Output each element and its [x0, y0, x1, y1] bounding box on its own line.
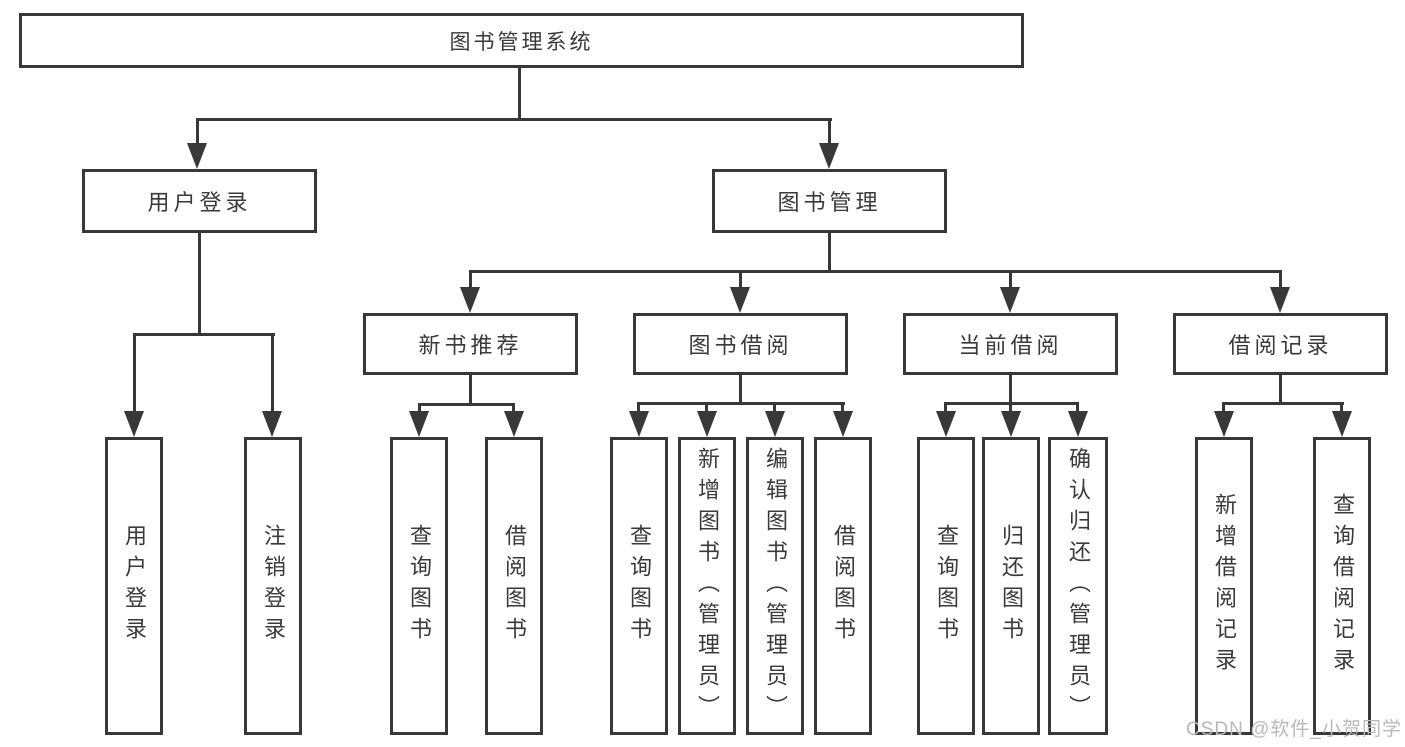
arrow-down-icon	[730, 287, 750, 313]
arrow-down-icon	[409, 411, 429, 437]
connector-borrow-bus	[637, 402, 845, 405]
connector-drop-leaf	[1009, 402, 1012, 414]
leaf-current-confirm-return-admin: 确认归还（管理员）	[1048, 437, 1108, 735]
leaf-label: 查询图书	[627, 524, 652, 648]
connector-newbook-stem	[469, 373, 472, 406]
arrow-down-icon	[765, 411, 785, 437]
connector-drop-leaf	[133, 333, 136, 413]
arrow-down-icon	[1000, 287, 1020, 313]
connector-drop-leaf	[418, 403, 421, 415]
connector-root-stem	[518, 66, 521, 120]
leaf-label: 新增借阅记录	[1212, 493, 1237, 679]
leaf-label: 查询图书	[934, 524, 959, 648]
connector-drop-leaf	[637, 402, 640, 414]
arrow-down-icon	[819, 143, 839, 169]
arrow-down-icon	[460, 287, 480, 313]
node-new-book-recommend: 新书推荐	[363, 313, 578, 375]
connector-records-bus	[1222, 402, 1344, 405]
connector-drop-leaf	[271, 333, 274, 413]
connector-borrow-stem	[739, 373, 742, 405]
arrow-down-icon	[697, 411, 717, 437]
arrow-down-icon	[124, 411, 144, 437]
connector-drop-leaf	[1076, 402, 1079, 414]
connector-drop-newbook	[469, 270, 472, 292]
connector-mgmt-stem	[828, 231, 831, 273]
leaf-label: 借阅图书	[502, 524, 527, 648]
leaf-label: 新增图书（管理员）	[695, 446, 720, 726]
leaf-user-login: 用户登录	[105, 437, 163, 735]
connector-drop-current	[1009, 270, 1012, 292]
leaf-records-add-record: 新增借阅记录	[1195, 437, 1253, 735]
connector-drop-leaf	[1222, 402, 1225, 414]
connector-drop-leaf	[512, 403, 515, 415]
leaf-label: 归还图书	[999, 524, 1024, 648]
leaf-label: 用户登录	[122, 524, 147, 648]
leaf-borrow-edit-books-admin: 编辑图书（管理员）	[746, 437, 804, 735]
leaf-label: 确认归还（管理员）	[1066, 446, 1091, 726]
node-current-borrow: 当前借阅	[903, 313, 1118, 375]
connector-records-stem	[1279, 373, 1282, 405]
arrow-down-icon	[1332, 411, 1352, 437]
leaf-label: 编辑图书（管理员）	[763, 446, 788, 726]
node-borrow-records: 借阅记录	[1173, 313, 1388, 375]
leaf-borrow-add-books-admin: 新增图书（管理员）	[678, 437, 736, 735]
node-book-mgmt: 图书管理	[712, 169, 947, 233]
connector-root-bus	[196, 118, 832, 121]
leaf-current-query-books: 查询图书	[917, 437, 975, 735]
connector-drop-borrow	[739, 270, 742, 292]
arrow-down-icon	[1001, 411, 1021, 437]
connector-newbook-bus	[418, 403, 515, 406]
leaf-label: 借阅图书	[831, 524, 856, 648]
node-user-login: 用户登录	[82, 169, 317, 233]
arrow-down-icon	[1068, 411, 1088, 437]
leaf-newbook-query-books: 查询图书	[390, 437, 448, 735]
leaf-logout: 注销登录	[244, 437, 302, 735]
csdn-watermark: CSDN @软件_小贺同学	[1186, 719, 1402, 740]
leaf-current-return-books: 归还图书	[982, 437, 1040, 735]
arrow-down-icon	[1270, 287, 1290, 313]
leaf-records-query-record: 查询借阅记录	[1313, 437, 1371, 735]
connector-current-stem	[1009, 373, 1012, 405]
arrow-down-icon	[629, 411, 649, 437]
arrow-down-icon	[187, 143, 207, 169]
connector-login-bus	[133, 333, 275, 336]
leaf-borrow-borrow-books: 借阅图书	[814, 437, 872, 735]
leaf-label: 注销登录	[261, 524, 286, 648]
connector-drop-user-login	[196, 118, 199, 146]
leaf-newbook-borrow-books: 借阅图书	[485, 437, 543, 735]
node-book-borrow: 图书借阅	[633, 313, 848, 375]
connector-login-stem	[198, 231, 201, 335]
connector-mgmt-bus	[469, 270, 1282, 273]
arrow-down-icon	[1214, 411, 1234, 437]
connector-drop-leaf	[841, 402, 844, 414]
leaf-borrow-query-books: 查询图书	[610, 437, 668, 735]
connector-drop-leaf	[944, 402, 947, 414]
arrow-down-icon	[833, 411, 853, 437]
connector-drop-book-mgmt	[828, 118, 831, 146]
connector-drop-leaf	[1340, 402, 1343, 414]
arrow-down-icon	[504, 411, 524, 437]
leaf-label: 查询借阅记录	[1330, 493, 1355, 679]
leaf-label: 查询图书	[407, 524, 432, 648]
node-library-system: 图书管理系统	[19, 13, 1024, 68]
arrow-down-icon	[262, 411, 282, 437]
connector-drop-leaf	[705, 402, 708, 414]
connector-drop-leaf	[773, 402, 776, 414]
arrow-down-icon	[936, 411, 956, 437]
connector-drop-records	[1279, 270, 1282, 292]
